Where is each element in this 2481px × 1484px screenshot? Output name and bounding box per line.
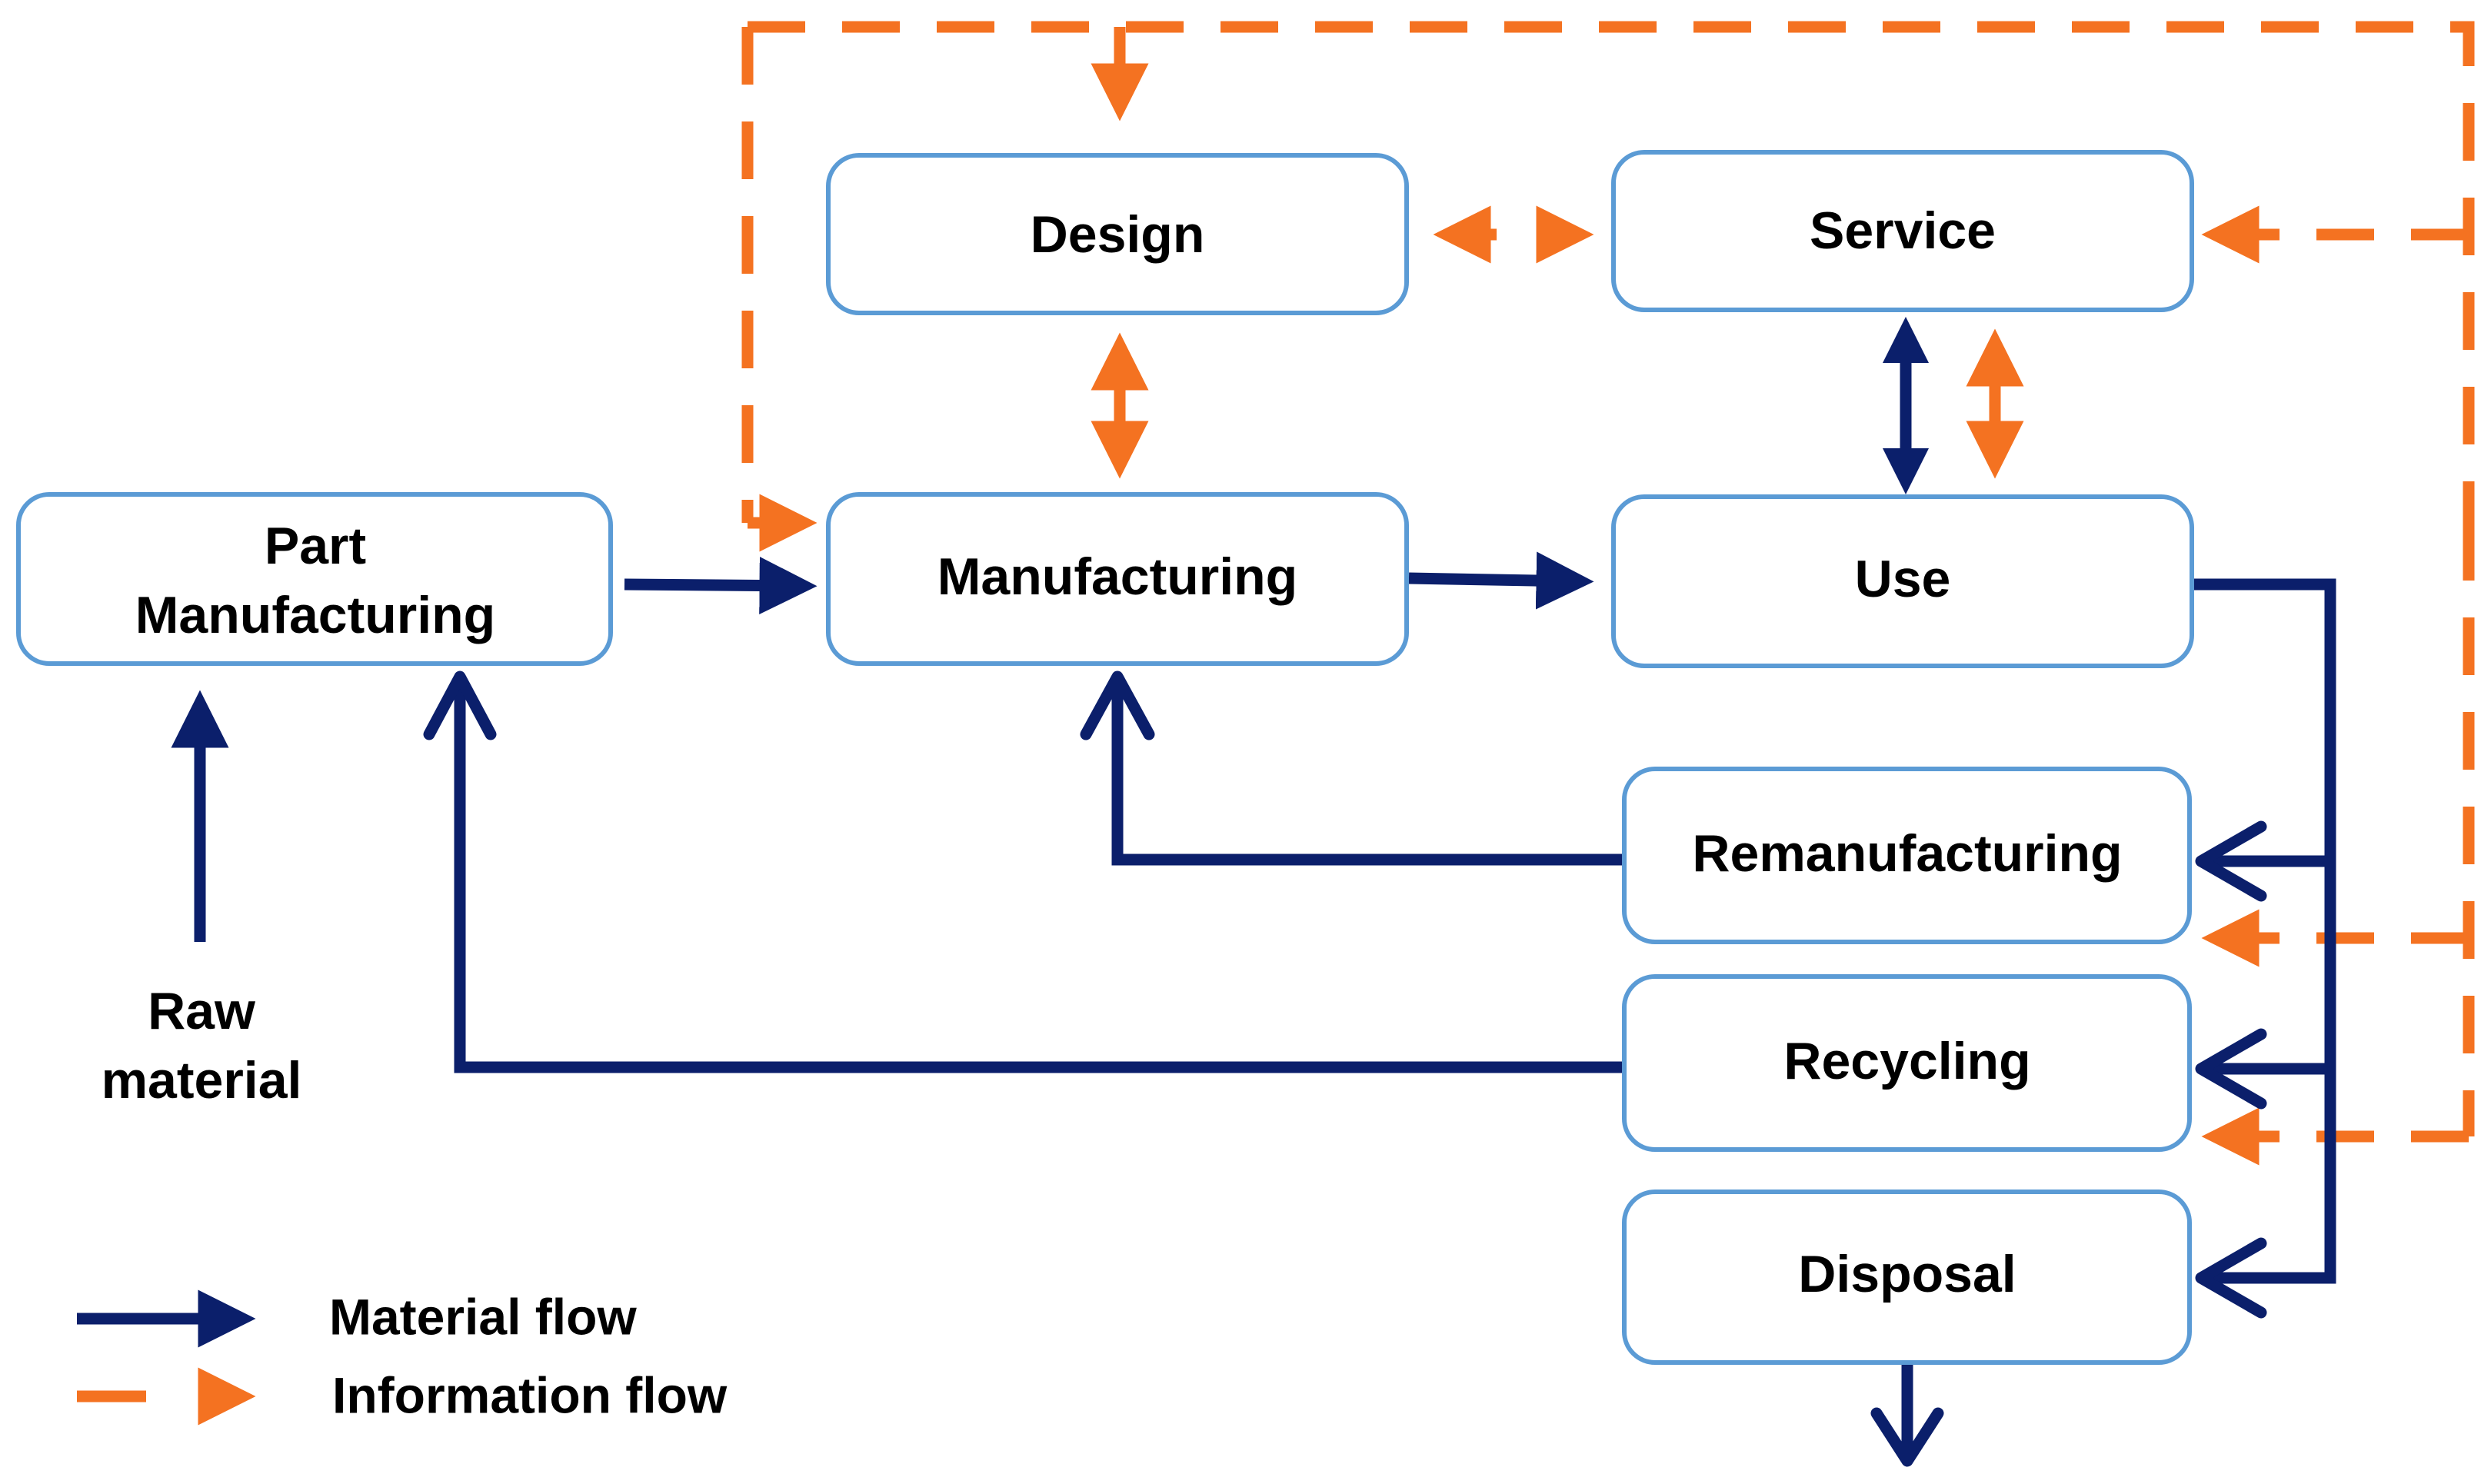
material-head-remanufacturing: [2195, 820, 2267, 902]
node-recycling-label: Recycling: [1783, 1032, 2030, 1090]
material-flow: [171, 317, 2336, 1467]
legend-information-flow-label: Information flow: [332, 1366, 728, 1423]
node-part-manufacturing-label-line1: Part: [265, 517, 366, 575]
information-arrows: [748, 27, 2261, 1166]
material-head-to-manufacturing: [1080, 670, 1155, 740]
legend: Material flow Information flow: [77, 1288, 728, 1426]
node-service: Service: [1611, 150, 2194, 312]
material-return-remanufacturing: [1111, 677, 1623, 866]
material-head-recycling: [2195, 1028, 2267, 1110]
node-disposal-label: Disposal: [1798, 1245, 2016, 1303]
material-head-to-part-manufacturing: [423, 670, 497, 740]
material-bus-from-use: [2192, 578, 2336, 1284]
node-design: Design: [826, 153, 1409, 315]
source-label-line1: Raw: [148, 982, 256, 1040]
legend-material-flow-label: Material flow: [329, 1288, 637, 1345]
source-label-line2: material: [102, 1051, 302, 1110]
material-head-disposal: [2195, 1237, 2267, 1319]
source-raw-material: Raw material: [102, 982, 302, 1110]
material-head-disposal-out: [1870, 1407, 1944, 1467]
material-arrow-part-to-manufacturing: [624, 557, 818, 615]
node-remanufacturing-label: Remanufacturing: [1692, 824, 2122, 883]
node-remanufacturing: Remanufacturing: [1622, 767, 2192, 944]
node-part-manufacturing-label-line2: Manufacturing: [135, 586, 495, 644]
node-disposal: Disposal: [1622, 1190, 2192, 1365]
node-manufacturing-label: Manufacturing: [937, 547, 1297, 606]
node-manufacturing: Manufacturing: [826, 492, 1409, 666]
node-use: Use: [1611, 494, 2194, 668]
node-service-label: Service: [1810, 201, 1996, 260]
material-return-recycling: [454, 677, 1623, 1073]
node-part-manufacturing: Part Manufacturing: [16, 492, 613, 666]
node-design-label: Design: [1031, 205, 1205, 264]
info-boundary-top: [748, 21, 2475, 523]
material-arrow-manufacturing-to-use: [1408, 551, 1594, 610]
node-use-label: Use: [1855, 550, 1951, 608]
node-recycling: Recycling: [1622, 974, 2192, 1152]
